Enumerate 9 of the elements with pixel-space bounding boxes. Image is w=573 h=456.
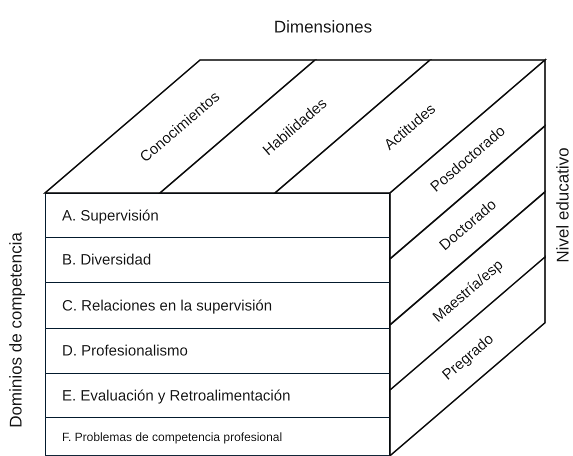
domain-label: D. Profesionalismo xyxy=(62,344,188,358)
axis-title: Nivel educativo xyxy=(554,147,572,263)
domain-label: B. Diversidad xyxy=(62,252,152,268)
domain-label: C. Relaciones en la supervisión xyxy=(62,298,272,313)
domain-label: E. Evaluación y Retroalimentación xyxy=(62,388,290,403)
axis-title: Dimensiones xyxy=(274,18,372,36)
axis-title: Dominios de competencia xyxy=(8,232,24,428)
domain-label: F. Problemas de competencia profesional xyxy=(62,430,282,442)
domain-label: A. Supervisión xyxy=(62,208,159,223)
